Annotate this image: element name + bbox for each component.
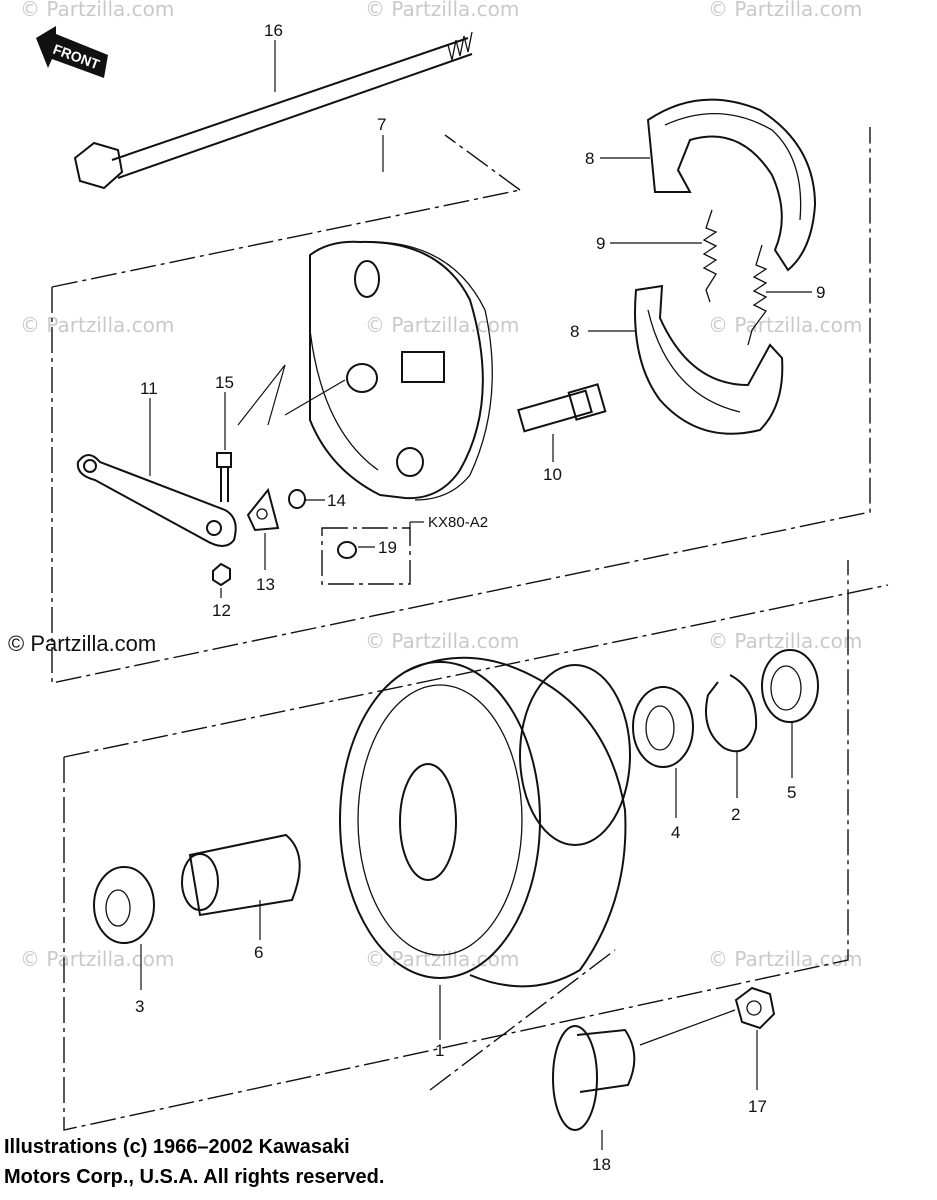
brake-cam-part: [517, 383, 607, 433]
watermark: © Partzilla.com: [708, 629, 862, 653]
callout-15: 15: [215, 373, 234, 392]
watermark-layer: © Partzilla.com © Partzilla.com © Partzi…: [20, 0, 862, 971]
brake-shoe-upper: [646, 98, 817, 272]
small-hardware: [212, 487, 411, 587]
callout-5: 5: [787, 783, 796, 802]
oil-seal-part: [761, 649, 819, 723]
watermark: © Partzilla.com: [708, 947, 862, 971]
copyright-line-2: Motors Corp., U.S.A. All rights reserved…: [4, 1166, 385, 1188]
variant-label: KX80-A2: [428, 514, 488, 531]
copyright-notice: Illustrations (c) 1966–2002 Kawasaki Mot…: [4, 1132, 384, 1192]
watermark: © Partzilla.com: [708, 313, 862, 337]
callout-11: 11: [140, 379, 158, 398]
callout-7: 7: [377, 115, 386, 134]
bolt-part: [216, 452, 232, 502]
partzilla-watermark: © Partzilla.com: [8, 631, 156, 656]
callout-1: 1: [435, 1041, 444, 1060]
callout-2: 2: [731, 805, 740, 824]
front-arrow-icon: FRONT: [36, 26, 108, 78]
callout-9: 9: [816, 283, 825, 302]
brake-panel-part: [309, 240, 493, 501]
watermark: © Partzilla.com: [708, 0, 862, 21]
watermark: © Partzilla.com: [20, 0, 174, 21]
watermark: © Partzilla.com: [20, 947, 174, 971]
bearing-left: [93, 866, 155, 944]
callout-18: 18: [592, 1155, 611, 1174]
brake-shoe-lower: [634, 284, 784, 435]
callout-3: 3: [135, 997, 144, 1016]
wheel-hub-part: [339, 656, 631, 988]
callout-10: 10: [543, 465, 562, 484]
callout-8: 8: [585, 149, 594, 168]
axle-collar-part: [552, 1025, 636, 1131]
leader-lines: [140, 40, 812, 1150]
brake-arm-part: [76, 454, 237, 547]
callouts: 16 7 8 9 9 8 10 11 15 14 13 12 19 KX80-A…: [135, 21, 825, 1174]
circlip-part: [705, 674, 758, 753]
callout-13: 13: [256, 575, 275, 594]
callout-12: 12: [212, 601, 231, 620]
axle-part: [73, 31, 473, 190]
watermark: © Partzilla.com: [20, 313, 174, 337]
brake-springs: [702, 209, 768, 346]
spacer-sleeve-part: [181, 833, 301, 917]
bearing-right: [632, 686, 694, 768]
callout-9: 9: [596, 234, 605, 253]
callout-8: 8: [570, 322, 579, 341]
assembly-frames: [51, 127, 889, 1131]
callout-17: 17: [748, 1097, 767, 1116]
callout-4: 4: [671, 823, 680, 842]
watermark: © Partzilla.com: [365, 629, 519, 653]
watermark: © Partzilla.com: [365, 313, 519, 337]
callout-19: 19: [378, 538, 397, 557]
callout-16: 16: [264, 21, 283, 40]
watermark: © Partzilla.com: [365, 947, 519, 971]
axle-nut-part: [734, 986, 776, 1030]
copyright-line-1: Illustrations (c) 1966–2002 Kawasaki: [4, 1136, 350, 1158]
callout-14: 14: [327, 491, 346, 510]
callout-6: 6: [254, 943, 263, 962]
watermark: © Partzilla.com: [365, 0, 519, 21]
